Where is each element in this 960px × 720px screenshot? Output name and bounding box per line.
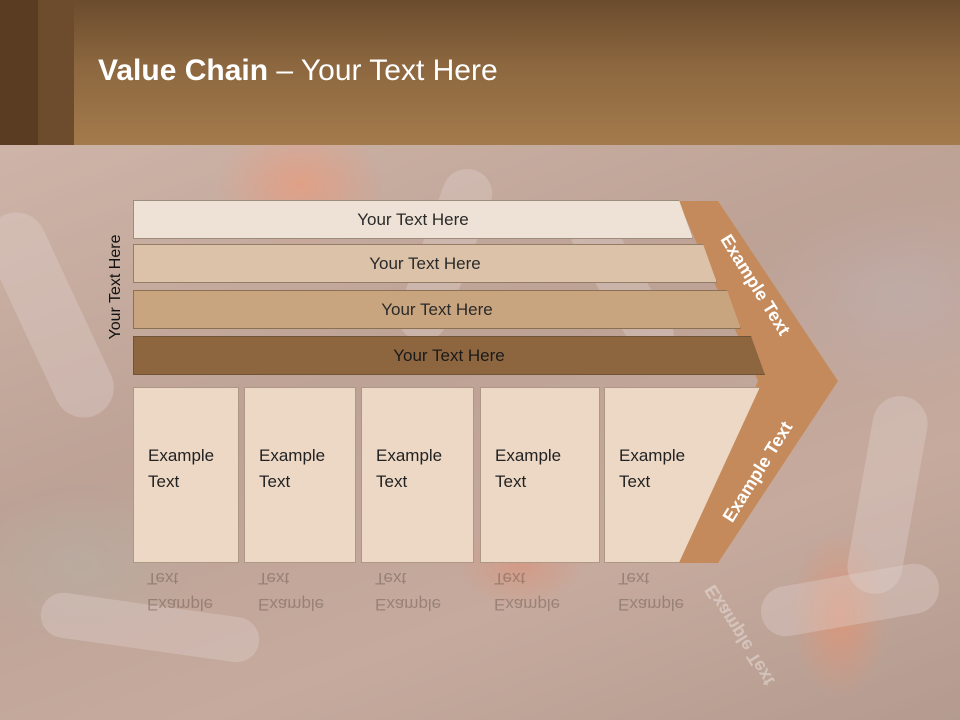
box-line2: Text — [148, 472, 180, 491]
bar-label: Your Text Here — [381, 299, 493, 319]
box-line1: Example — [618, 595, 685, 614]
reflected-box-5: Example Text — [604, 565, 724, 685]
box-line1: Example — [148, 446, 215, 465]
box-line2: Text — [258, 569, 290, 588]
bar-label: Your Text Here — [393, 345, 505, 365]
value-bar-2: Your Text Here — [133, 244, 717, 283]
reflected-text: Example Text — [618, 565, 684, 617]
header-accent-bar — [38, 0, 74, 145]
value-bar-4: Your Text Here — [133, 336, 765, 375]
title-rest: – Your Text Here — [268, 54, 498, 87]
box-line2: Text — [494, 569, 526, 588]
reflected-text: Example Text — [147, 565, 213, 617]
header-accent-bar — [0, 0, 38, 145]
box-line1: Example — [495, 446, 562, 465]
bar-label: Your Text Here — [369, 253, 481, 273]
reflected-text: Example Text — [375, 565, 441, 617]
box-line2: Text — [259, 472, 291, 491]
reflected-box-1: Example Text — [133, 565, 239, 685]
box-line2: Text — [619, 472, 651, 491]
bar-label: Your Text Here — [357, 209, 469, 229]
box-line1: Example — [375, 595, 442, 614]
box-line1: Example — [376, 446, 443, 465]
title-bold: Value Chain — [98, 54, 269, 87]
box-line1: Example — [259, 446, 326, 465]
box-line1: Example — [258, 595, 325, 614]
slide-title: Value Chain – Your Text Here — [98, 54, 498, 88]
reflected-box-3: Example Text — [361, 565, 474, 685]
box-line1: Example — [494, 595, 561, 614]
header-band: Value Chain – Your Text Here — [0, 0, 960, 145]
reflected-box-2: Example Text — [244, 565, 356, 685]
reflected-box-4: Example Text — [480, 565, 600, 685]
reflected-text: Example Text — [258, 565, 324, 617]
box-line2: Text — [147, 569, 179, 588]
box-line1: Example — [147, 595, 214, 614]
reflection: Example Text Example Text Example Text Exam… — [0, 565, 960, 720]
box-line2: Text — [375, 569, 407, 588]
box-line1: Example — [619, 446, 686, 465]
value-bar-3: Your Text Here — [133, 290, 741, 329]
value-bar-1: Your Text Here — [133, 200, 693, 239]
box-line2: Text — [376, 472, 408, 491]
reflected-text: Example Text — [494, 565, 560, 617]
box-line2: Text — [495, 472, 527, 491]
box-line2: Text — [618, 569, 650, 588]
